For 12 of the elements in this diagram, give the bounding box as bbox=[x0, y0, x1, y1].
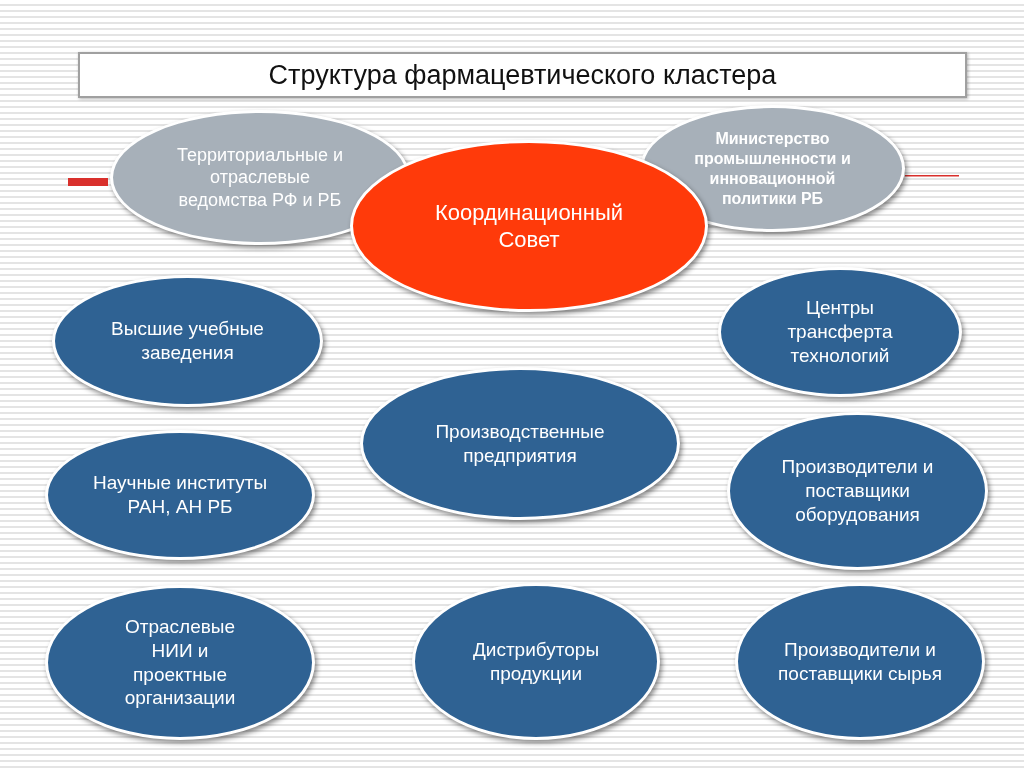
node-text: Производители и поставщики сырья bbox=[777, 637, 943, 686]
node-text: Территориальные и отраслевые ведомства РФ и РБ bbox=[176, 143, 344, 212]
node-text: Министерство промышленности и инновационной политики РБ bbox=[693, 128, 852, 209]
title-bar: Структура фармацевтического кластера bbox=[78, 52, 967, 98]
node-text: Производители и поставщики оборудования bbox=[780, 455, 935, 527]
node-text: Дистрибуторы продукции bbox=[471, 637, 601, 686]
node-text: Высшие учебные заведения bbox=[110, 317, 265, 365]
node-text: Координационный Совет bbox=[433, 198, 625, 254]
node-text: Производственные предприятия bbox=[434, 419, 606, 468]
node-text: Отраслевые НИИ и проектные организации bbox=[123, 615, 237, 710]
node-text: Научные институты РАН, АН РБ bbox=[91, 471, 269, 519]
node-text: Центры трансферта технологий bbox=[786, 296, 894, 368]
